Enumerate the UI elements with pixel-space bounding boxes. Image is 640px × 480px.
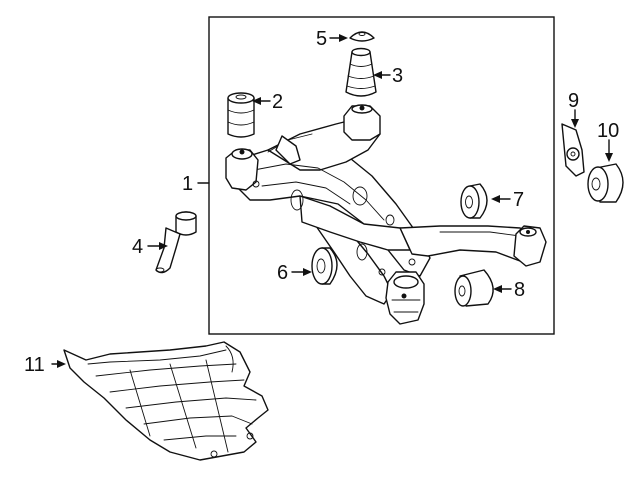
callout-3: 3 <box>392 65 403 87</box>
callout-2: 2 <box>272 91 283 113</box>
callout-7: 7 <box>513 189 524 211</box>
arrow-6 <box>303 268 312 276</box>
part-2-bushing <box>227 92 255 138</box>
assembly-frame <box>208 16 555 335</box>
part-10-bushing <box>587 163 624 203</box>
arrow-5 <box>339 34 348 42</box>
arrow-10 <box>605 153 613 162</box>
arrow-9 <box>571 119 579 128</box>
callout-4: 4 <box>132 236 143 258</box>
callout-6: 6 <box>277 262 288 284</box>
part-6-bushing <box>311 247 338 285</box>
arrow-7 <box>491 195 500 203</box>
part-3-boot <box>345 47 377 97</box>
arrow-8 <box>493 285 502 293</box>
subframe-crossmember <box>225 104 547 325</box>
callout-8: 8 <box>514 279 525 301</box>
part-7-bushing <box>460 183 488 219</box>
arrow-2 <box>252 97 261 105</box>
arrow-4 <box>159 242 168 250</box>
callout-1: 1 <box>182 173 193 195</box>
part-8-bushing <box>454 269 494 307</box>
callout-5: 5 <box>316 28 327 50</box>
arrow-3 <box>373 71 382 79</box>
part-11-shield <box>63 341 269 461</box>
part-5-cap <box>349 31 375 42</box>
callout-11: 11 <box>24 354 45 376</box>
part-9-plate <box>561 123 585 177</box>
arrow-11 <box>57 360 66 368</box>
part-4-bracket <box>155 211 197 274</box>
callout-10: 10 <box>597 120 619 142</box>
callout-9: 9 <box>568 90 579 112</box>
